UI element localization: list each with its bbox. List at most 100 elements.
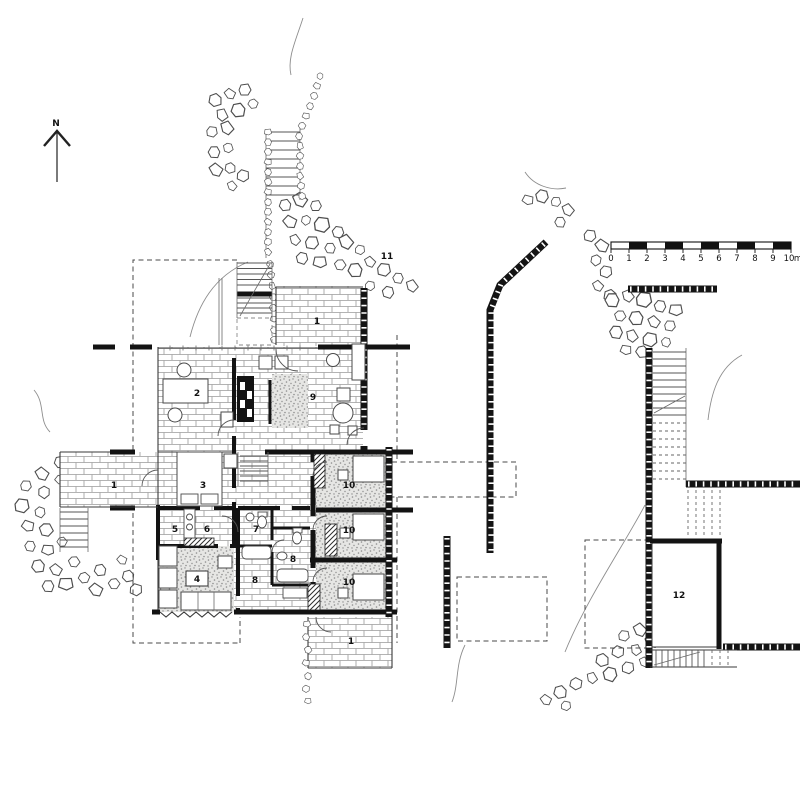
round-table (332, 402, 354, 424)
label-room12: 12 (673, 591, 686, 601)
cabinet (351, 343, 366, 381)
terrace-top-paving (276, 286, 363, 346)
room-labels: 1 1 1 2 3 4 5 6 7 8 8 9 10 10 10 11 12 (111, 252, 685, 647)
serpentine-wall (486, 239, 549, 553)
armchair (158, 589, 178, 609)
washbasin (276, 551, 288, 561)
scale-tick-6: 6 (716, 254, 721, 264)
built-in-closets (183, 453, 338, 611)
north-arrow-head (43, 129, 71, 147)
label-room8b: 8 (252, 576, 258, 586)
label-room6: 6 (204, 525, 210, 535)
scale-unit: m (794, 254, 800, 264)
label-terrace-bottom: 1 (348, 637, 354, 647)
scale-tick-2: 2 (644, 254, 649, 264)
terrace-left-steps (59, 508, 89, 552)
label-room4: 4 (194, 575, 200, 585)
label-room2: 2 (194, 389, 200, 399)
stool (347, 425, 358, 436)
south-roof-dashed (456, 576, 548, 642)
bathtub (241, 545, 272, 560)
path-stone-wall-east (294, 71, 325, 200)
rock-cluster-northeast (520, 186, 619, 305)
scale-bar: 0 1 2 3 4 5 6 7 8 9 10 m (608, 241, 800, 264)
nightstand (223, 453, 238, 469)
hall-rug (272, 374, 308, 428)
bedside-table (339, 527, 351, 539)
chair (326, 353, 340, 367)
compound-lower-stair (650, 649, 737, 668)
scale-tick-0: 0 (608, 254, 613, 264)
pergola-roof-dashed (391, 461, 517, 498)
entry-canopy-dashed (236, 317, 273, 346)
label-room9: 9 (310, 393, 316, 403)
scale-tick-7: 7 (734, 254, 739, 264)
door-swings (141, 348, 365, 633)
label-terrace-left: 1 (111, 481, 117, 491)
stool (329, 424, 340, 435)
roof-outline-dashed (132, 259, 649, 649)
toilet (292, 531, 302, 545)
fixtures (183, 508, 309, 599)
side-table (336, 387, 351, 402)
rock-cluster-path-west (205, 83, 261, 193)
terrace-left-paving (60, 452, 158, 507)
bedside-table (337, 469, 349, 481)
site-contour-lines (33, 17, 743, 703)
dining-table (162, 378, 209, 404)
coffee-table (217, 555, 233, 569)
sink (186, 513, 193, 521)
house-walls (59, 286, 413, 669)
vanity (282, 587, 308, 599)
scale-tick-8: 8 (752, 254, 757, 264)
rock-cluster-southeast (538, 613, 664, 712)
stool (258, 355, 273, 370)
masonry-walls (93, 291, 413, 615)
north-label: N (52, 119, 60, 129)
north-arrow: N (43, 119, 71, 182)
furniture (158, 343, 385, 611)
scale-tick-1: 1 (626, 254, 631, 264)
site-lines (218, 278, 314, 705)
bed-10c (352, 573, 385, 601)
scale-tick-4: 4 (680, 254, 685, 264)
armchair (158, 567, 178, 589)
label-room7: 7 (253, 525, 259, 535)
fireplace (237, 376, 254, 422)
armchair (158, 545, 178, 567)
toilet (257, 515, 267, 529)
label-room4-box (185, 570, 209, 587)
terrace-bottom-paving (308, 617, 392, 668)
bed-10a (352, 455, 385, 483)
label-area11: 11 (381, 252, 394, 262)
bed-10b (352, 513, 385, 541)
sofa (180, 591, 232, 611)
compound-upper-stair (653, 348, 721, 538)
label-terrace-top: 1 (314, 317, 320, 327)
chair (167, 407, 183, 423)
scale-tick-9: 9 (770, 254, 775, 264)
label-room10c: 10 (343, 578, 356, 588)
scale-tick-5: 5 (698, 254, 703, 264)
outbuilding-compound (645, 348, 800, 668)
garden-walls (443, 239, 717, 648)
room4-folding-wall (159, 611, 233, 618)
label-room5: 5 (172, 525, 178, 535)
bedside-table (337, 587, 349, 599)
scale-tick-10: 10 (784, 254, 795, 264)
rock-cluster-wall-corner (602, 287, 684, 361)
label-room10a: 10 (343, 481, 356, 491)
chair (176, 362, 192, 378)
rock-cluster-path-east (277, 190, 420, 301)
sink (186, 523, 193, 531)
kitchen-counter (183, 508, 196, 539)
interior-stair (237, 452, 269, 486)
scale-tick-3: 3 (662, 254, 667, 264)
label-room10b: 10 (343, 526, 356, 536)
label-room8a: 8 (290, 555, 296, 565)
entry-exterior-stair (236, 262, 273, 318)
washbasin (245, 512, 255, 522)
garden-stair-path (263, 71, 325, 345)
label-room3: 3 (200, 481, 206, 491)
